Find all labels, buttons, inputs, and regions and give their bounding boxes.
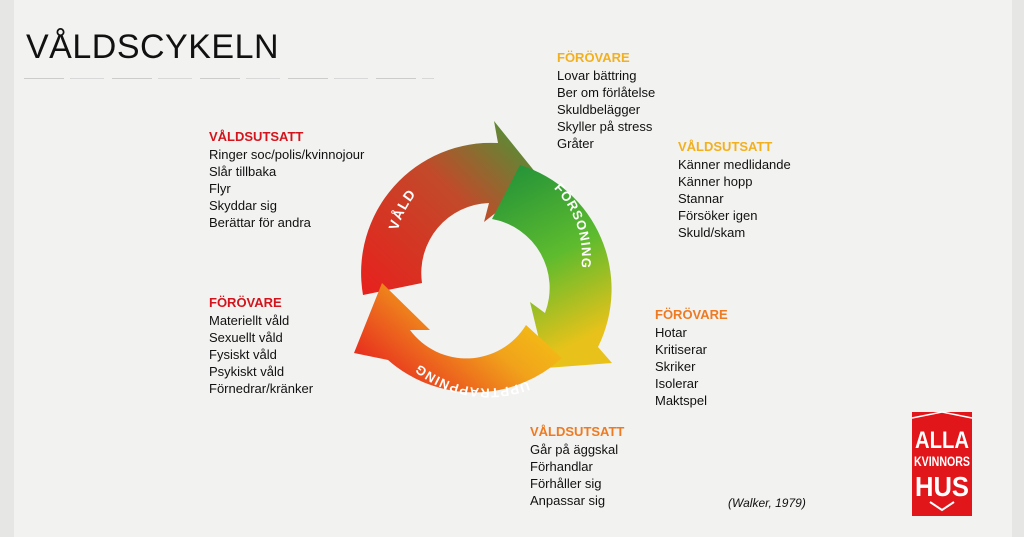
list-item: Försöker igen	[678, 208, 758, 223]
block-forsoning-forovare: FÖRÖVARE Lovar bättring Ber om förlåtels…	[557, 49, 655, 152]
list-item: Gråter	[557, 136, 594, 151]
cycle-segment-vald	[361, 121, 540, 295]
block-heading: FÖRÖVARE	[209, 295, 282, 310]
logo-text-line-3: HUS	[915, 471, 969, 502]
list-item: Kritiserar	[655, 342, 708, 357]
list-item: Skuld/skam	[678, 225, 746, 240]
alla-kvinnors-hus-logo: ALLA KVINNORS HUS	[911, 411, 973, 516]
title-underline	[24, 78, 434, 79]
list-item: Förnedrar/kränker	[209, 381, 314, 396]
block-vald-utsatt: VÅLDSUTSATT Ringer soc/polis/kvinnojour …	[209, 128, 364, 231]
cycle-segment-forsoning	[492, 165, 612, 368]
list-item: Stannar	[678, 191, 724, 206]
list-item: Ber om förlåtelse	[557, 85, 656, 100]
cycle-segment-upptrappning	[354, 283, 562, 393]
list-item: Lovar bättring	[557, 68, 637, 83]
list-item: Anpassar sig	[530, 493, 606, 508]
list-item: Isolerar	[655, 376, 699, 391]
logo-text-line-1: ALLA	[915, 427, 969, 454]
citation: (Walker, 1979)	[728, 496, 806, 510]
block-heading: FÖRÖVARE	[655, 307, 728, 322]
page-title: VÅLDSCYKELN	[26, 28, 280, 66]
block-forsoning-utsatt: VÅLDSUTSATT Känner medlidande Känner hop…	[678, 138, 791, 241]
list-item: Ringer soc/polis/kvinnojour	[209, 147, 365, 162]
list-item: Skyller på stress	[557, 119, 653, 134]
list-item: Flyr	[209, 181, 231, 196]
block-heading: FÖRÖVARE	[557, 50, 630, 65]
list-item: Skuldbelägger	[557, 102, 641, 117]
list-item: Känner hopp	[678, 174, 753, 189]
right-edge-strip	[1012, 0, 1024, 537]
list-item: Slår tillbaka	[209, 164, 277, 179]
list-item: Sexuellt våld	[209, 330, 283, 345]
block-heading: VÅLDSUTSATT	[678, 139, 773, 154]
list-item: Skriker	[655, 359, 696, 374]
block-vald-forovare: FÖRÖVARE Materiellt våld Sexuellt våld F…	[209, 294, 313, 397]
list-item: Hotar	[655, 325, 687, 340]
list-item: Maktspel	[655, 393, 708, 408]
list-item: Skyddar sig	[209, 198, 277, 213]
list-item: Psykiskt våld	[209, 364, 285, 379]
logo-background	[912, 412, 972, 516]
block-upptrappning-utsatt: VÅLDSUTSATT Går på äggskal Förhandlar Fö…	[530, 423, 624, 509]
list-item: Går på äggskal	[530, 442, 619, 457]
logo-heart-mark	[929, 501, 955, 512]
list-item: Berättar för andra	[209, 215, 311, 230]
left-edge-strip	[0, 0, 14, 537]
list-item: Känner medlidande	[678, 157, 791, 172]
list-item: Fysiskt våld	[209, 347, 277, 362]
list-item: Materiellt våld	[209, 313, 290, 328]
list-item: Förhandlar	[530, 459, 593, 474]
list-item: Förhåller sig	[530, 476, 602, 491]
block-heading: VÅLDSUTSATT	[530, 424, 625, 439]
block-upptrappning-forovare: FÖRÖVARE Hotar Kritiserar Skriker Isoler…	[655, 306, 728, 409]
logo-text-line-2: KVINNORS	[914, 453, 970, 469]
block-heading: VÅLDSUTSATT	[209, 129, 304, 144]
